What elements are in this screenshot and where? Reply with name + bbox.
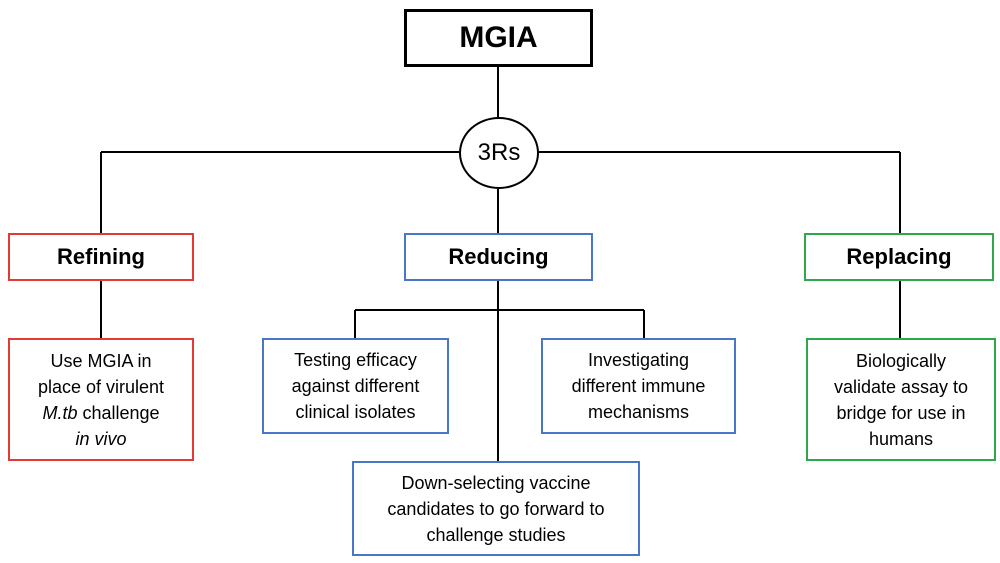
replacing-label: Replacing	[846, 244, 952, 269]
title-box: MGIA	[404, 9, 593, 67]
reducing-item-investigating-line1: Investigating	[587, 350, 690, 370]
refining-label: Refining	[57, 244, 145, 269]
reducing-item-investigating-line2: different immune	[571, 376, 706, 396]
reducing-item-investigating: Investigating different immune mechanism…	[541, 338, 736, 434]
reducing-item-investigating-line3: mechanisms	[587, 402, 690, 422]
refining-item: Use MGIA in place of virulent M.tb chall…	[8, 338, 194, 461]
reducing-item-down-selecting: Down-selecting vaccine candidates to go …	[352, 461, 640, 556]
reducing-item-testing-line2: against different	[291, 376, 420, 396]
title-text: MGIA	[459, 21, 538, 54]
reducing-item-down-selecting-line3: challenge studies	[426, 524, 566, 545]
refining-item-line2: place of virulent	[37, 376, 165, 397]
replacing-item-line3: bridge for use in	[836, 402, 966, 423]
reducing-label: Reducing	[448, 244, 549, 269]
refining-item-line3-rest: challenge	[77, 402, 160, 423]
refining-item-line4: in vivo	[75, 426, 126, 452]
replacing-item-line1: Biologically	[855, 350, 947, 371]
reducing-item-down-selecting-line2: candidates to go forward to	[387, 498, 605, 519]
reducing-item-testing: Testing efficacy against different clini…	[262, 338, 449, 434]
hub-text: 3Rs	[477, 139, 521, 166]
refining-item-line3-italic: M.tb	[42, 402, 78, 423]
reducing-item-testing-line1: Testing efficacy	[294, 350, 417, 370]
reducing-box: Reducing	[404, 233, 593, 281]
replacing-box: Replacing	[804, 233, 994, 281]
refining-item-line3: M.tb challenge	[42, 400, 159, 426]
replacing-item-line4: humans	[868, 428, 934, 449]
refining-item-line1: Use MGIA in	[50, 350, 152, 371]
replacing-item-line2: validate assay to	[833, 376, 969, 397]
refining-item-line4-italic: in vivo	[75, 428, 127, 449]
refining-box: Refining	[8, 233, 194, 281]
reducing-item-testing-line3: clinical isolates	[295, 402, 416, 422]
reducing-item-down-selecting-line1: Down-selecting vaccine	[401, 472, 591, 493]
replacing-item: Biologically validate assay to bridge fo…	[806, 338, 996, 461]
hub-circle: 3Rs	[459, 117, 539, 189]
